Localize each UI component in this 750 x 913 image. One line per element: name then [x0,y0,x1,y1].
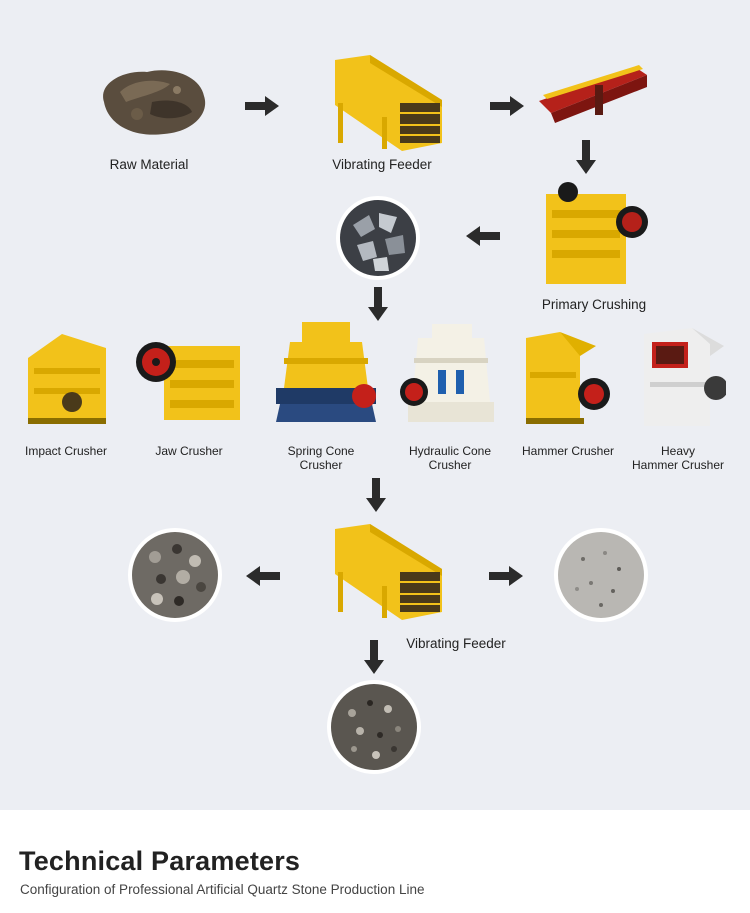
vibrating-feeder-machine-image [335,524,442,620]
spring-cone-crusher-image [276,322,376,422]
arrow-right-icon [489,566,523,586]
arrow-right-icon [490,96,524,116]
raw-material-label: Raw Material [109,157,189,172]
heavy-hammer-crusher-label: Heavy Hammer Crusher [631,444,724,472]
jaw-crusher-image [136,342,240,420]
spring-cone-crusher-label: Spring Cone Crusher [287,444,355,472]
hammer-crusher-label: Hammer Crusher [521,444,614,458]
medium-aggregate-sample-image [327,680,421,774]
footer-title: Technical Parameters [19,846,301,876]
footer-subtitle: Configuration of Professional Artificial… [20,882,425,897]
arrow-down-icon [576,140,596,174]
raw-material-rock-image [103,70,206,135]
arrow-left-icon [466,226,500,246]
primary-crushing-label: Primary Crushing [541,297,647,312]
production-flow-diagram: Raw Material Vibrating Feeder [0,0,750,810]
fine-sand-sample-image [554,528,648,622]
vibrating-feeder-machine-image [335,55,442,151]
primary-jaw-crusher-image [546,182,648,284]
arrow-right-icon [245,96,279,116]
vibrating-feeder-bottom-label: Vibrating Feeder [406,636,506,651]
arrow-down-icon [364,640,384,674]
arrow-down-icon [366,478,386,512]
hydraulic-cone-crusher-image [400,324,494,422]
crushed-stone-sample-image [336,196,420,280]
arrow-down-icon [368,287,388,321]
hammer-crusher-image [526,332,610,424]
coarse-aggregate-sample-image [128,528,222,622]
arrow-left-icon [246,566,280,586]
belt-conveyor-feeder-image [539,65,647,123]
vibrating-feeder-top-label: Vibrating Feeder [332,157,432,172]
jaw-crusher-label: Jaw Crusher [155,444,223,458]
impact-crusher-image [28,334,106,424]
heavy-hammer-crusher-image [644,328,726,426]
impact-crusher-label: Impact Crusher [24,444,108,458]
hydraulic-cone-crusher-label: Hydraulic Cone Crusher [408,444,492,472]
